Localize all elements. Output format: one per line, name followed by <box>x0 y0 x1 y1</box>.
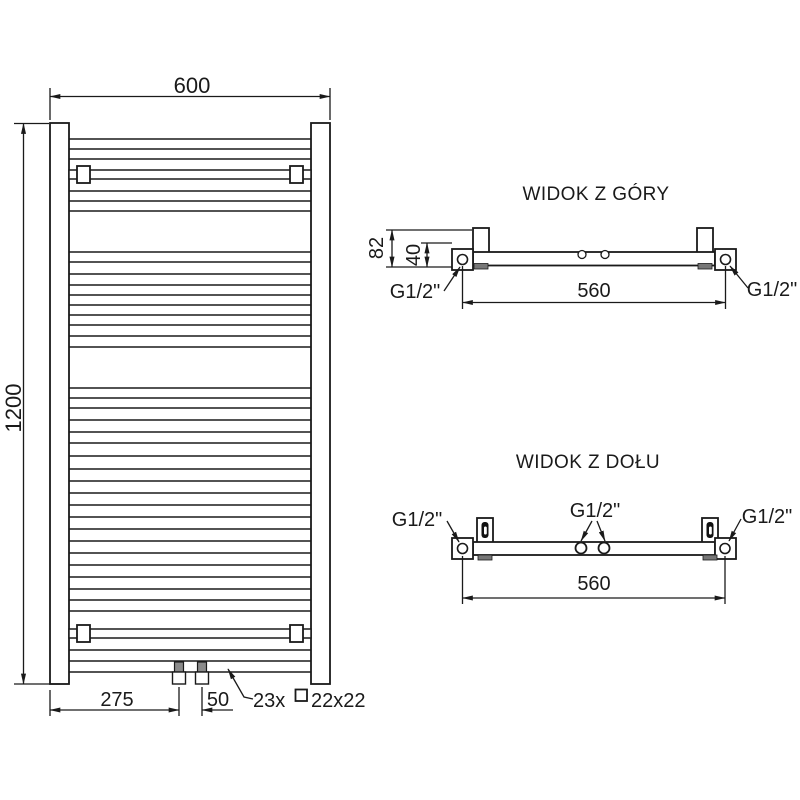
towel-bar-top <box>68 165 312 184</box>
left-collector <box>49 122 70 685</box>
dim-depth-82: 82 <box>366 229 472 268</box>
radiator-body-top <box>472 251 716 267</box>
port-label-left: G1/2" <box>392 509 442 531</box>
square-profile-icon <box>294 688 308 702</box>
right-collector <box>310 122 331 685</box>
side-port-left <box>456 253 469 266</box>
towel-bar-bottom <box>68 624 312 643</box>
towel-bar-bracket <box>76 624 91 643</box>
dim-width-600: 600 <box>49 73 331 120</box>
dim-width-label: 600 <box>174 73 211 98</box>
dim-span-label: 560 <box>577 573 610 595</box>
wall-bracket <box>476 517 494 544</box>
dim-span-top-560: 560 <box>461 266 727 309</box>
center-port <box>574 541 588 555</box>
port-label-center: G1/2" <box>570 500 620 522</box>
dim-axis-40: 40 <box>403 242 452 268</box>
dim-height-label: 1200 <box>1 384 26 433</box>
front-view: 600 1200 275 50 23x 22x22 <box>1 73 366 716</box>
port-label-right: G1/2" <box>747 279 797 301</box>
dim-depth-label: 82 <box>366 237 388 259</box>
dim-span-bottom-560: 560 <box>461 556 726 604</box>
tube-note: 23x 22x22 <box>227 668 366 712</box>
dim-spacing-label: 50 <box>207 689 229 711</box>
top-view: WIDOK Z GÓRY 82 40 560 <box>366 183 797 309</box>
center-port-mark <box>577 249 587 260</box>
bottom-view: WIDOK Z DOŁU 560 G1/2" <box>392 452 792 604</box>
top-view-title: WIDOK Z GÓRY <box>523 183 670 205</box>
dim-offset-label: 275 <box>100 689 133 711</box>
tube-note-count-label: 23x <box>253 690 285 712</box>
port-label-right: G1/2" <box>742 506 792 528</box>
wall-bracket <box>701 517 719 544</box>
port-labels-top: G1/2" G1/2" <box>390 265 797 303</box>
dim-axis-label: 40 <box>403 244 425 266</box>
valve-right <box>194 661 210 685</box>
side-port-right <box>719 253 732 266</box>
center-port <box>597 541 611 555</box>
dim-span-label: 560 <box>577 280 610 302</box>
side-port-right <box>719 542 731 555</box>
towel-bar-bracket <box>289 624 304 643</box>
bracket-clamp <box>697 263 713 270</box>
towel-bar-bracket <box>289 165 304 184</box>
tube-lines <box>69 138 311 673</box>
port-label-left: G1/2" <box>390 281 440 303</box>
valve-left <box>171 661 187 685</box>
center-port-mark <box>600 249 610 260</box>
side-port-left <box>456 542 469 555</box>
tube-note-size-label: 22x22 <box>311 690 366 712</box>
dim-bottom-connections: 275 50 <box>49 687 233 716</box>
port-labels-bottom: G1/2" G1/2" G1/2" <box>392 500 792 543</box>
wall-bracket <box>696 227 714 254</box>
towel-bar-bracket <box>76 165 91 184</box>
wall-bracket <box>472 227 490 254</box>
bracket-clamp <box>477 554 493 561</box>
bracket-clamp <box>702 554 718 561</box>
bracket-clamp <box>473 263 489 270</box>
dim-height-1200: 1200 <box>1 122 60 685</box>
radiator-body-bottom <box>472 541 716 556</box>
bottom-view-title: WIDOK Z DOŁU <box>516 452 660 473</box>
